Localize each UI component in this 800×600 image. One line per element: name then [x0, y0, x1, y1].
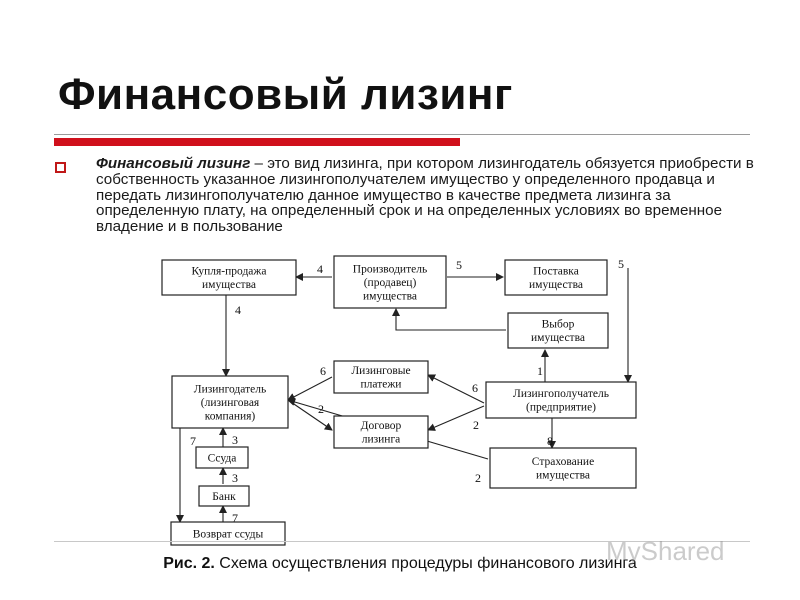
node-bank-box [198, 485, 250, 507]
node-manufacturer: Производитель (продавец)имущества [333, 255, 447, 309]
watermark-logo: MyShared [606, 536, 725, 566]
connector-choice-to-manufacturer [392, 308, 506, 331]
node-contract-label: Договор [361, 420, 402, 432]
edge-label: 2 [475, 471, 481, 485]
node-lessee-box [485, 381, 637, 419]
title-divider [54, 134, 750, 135]
node-repayment-label: Возврат ссуды [193, 528, 264, 540]
diagram-nodes: Купля-продажаимуществаПроизводитель(прод… [161, 255, 637, 546]
node-payments: Лизинговые платежи [333, 360, 429, 394]
node-insurance-label: имущества [536, 470, 590, 482]
figure-caption-text: Схема осуществления процедуры финансовог… [214, 555, 637, 572]
node-purchase-box [161, 259, 297, 296]
definition-term: Финансовый лизинг [96, 155, 251, 172]
node-payments-box [333, 360, 429, 394]
edge-label: 2 [473, 418, 479, 432]
node-choice-box [507, 312, 609, 349]
node-purchase-label: имущества [202, 279, 256, 291]
node-choice-label: Выбор [542, 319, 575, 331]
edge-label: 7 [190, 434, 196, 448]
node-insurance-label: Страхование [532, 456, 594, 468]
edge-label: 6 [320, 364, 326, 378]
node-manufacturer-label: Производитель [353, 263, 427, 275]
edge-label: 1 [537, 364, 543, 378]
node-supply-label: имущества [529, 279, 583, 291]
node-bank-label: Банк [212, 491, 236, 503]
node-contract: Договор лизинга [333, 415, 429, 449]
edge-label: 2 [318, 402, 324, 416]
leasing-scheme-diagram: Купля-продажаимуществаПроизводитель(прод… [160, 254, 640, 546]
connector-payments-to-lessor [287, 376, 333, 401]
edge-label: 7 [232, 511, 238, 525]
title-accent-bar [54, 138, 460, 146]
node-lessor-label: компания) [205, 410, 256, 422]
connector-lessee-to-contract [427, 405, 485, 431]
edge-label: 5 [456, 258, 462, 272]
node-bank: Банк [198, 485, 250, 507]
edge-label: 8 [547, 434, 553, 448]
edge-label: 4 [317, 262, 323, 276]
node-choice-label: имущества [531, 332, 585, 344]
node-payments-label: Лизинговые [351, 365, 410, 377]
node-manufacturer-label: имущества [363, 290, 417, 302]
node-manufacturer-box [333, 255, 447, 309]
bottom-divider [54, 541, 750, 542]
node-loan-box [195, 446, 249, 469]
node-lessor-label: Лизингодатель [194, 383, 266, 395]
node-insurance: Страхование имущества [489, 447, 637, 489]
node-purchase-label: Купля-продажа [192, 266, 267, 278]
definition-body: – это вид лизинга, при котором лизингода… [96, 155, 754, 236]
edge-label: 3 [232, 433, 238, 447]
edge-label: 4 [235, 303, 241, 317]
node-loan: Ссуда [195, 446, 249, 469]
edge-label: 5 [618, 257, 624, 271]
node-payments-label: платежи [361, 379, 402, 391]
square-bullet-icon [55, 162, 66, 173]
figure-caption: Рис. 2. Схема осуществления процедуры фи… [0, 555, 800, 573]
slide-title: Финансовый лизинг [58, 70, 513, 119]
node-lessor-label: (лизинговая [201, 397, 260, 409]
node-lessee-label: Лизингополучатель [513, 388, 609, 400]
node-loan-label: Ссуда [208, 452, 237, 464]
node-contract-label: лизинга [362, 434, 401, 446]
edge-label: 6 [472, 381, 478, 395]
node-supply-label: Поставка [533, 266, 579, 278]
node-repayment-box [170, 521, 286, 546]
figure-number: Рис. 2. [163, 555, 215, 572]
node-lessee-label: (предприятие) [526, 402, 596, 414]
node-supply-box [504, 259, 608, 296]
node-repayment: Возврат ссуды [170, 521, 286, 546]
node-lessor-box [171, 375, 289, 429]
diagram-edge-labels: 4 5 5 4 1 6 6 2 2 2 8 3 3 7 7 [190, 257, 624, 525]
edge-label: 3 [232, 471, 238, 485]
node-manufacturer-label: (продавец) [364, 277, 417, 289]
node-contract-box [333, 415, 429, 449]
node-lessee: Лизингополучатель (предприятие) [485, 381, 637, 419]
definition-paragraph: Финансовый лизинг – это вид лизинга, при… [96, 156, 766, 235]
node-insurance-box [489, 447, 637, 489]
connector-lessee-to-payments [427, 374, 485, 404]
